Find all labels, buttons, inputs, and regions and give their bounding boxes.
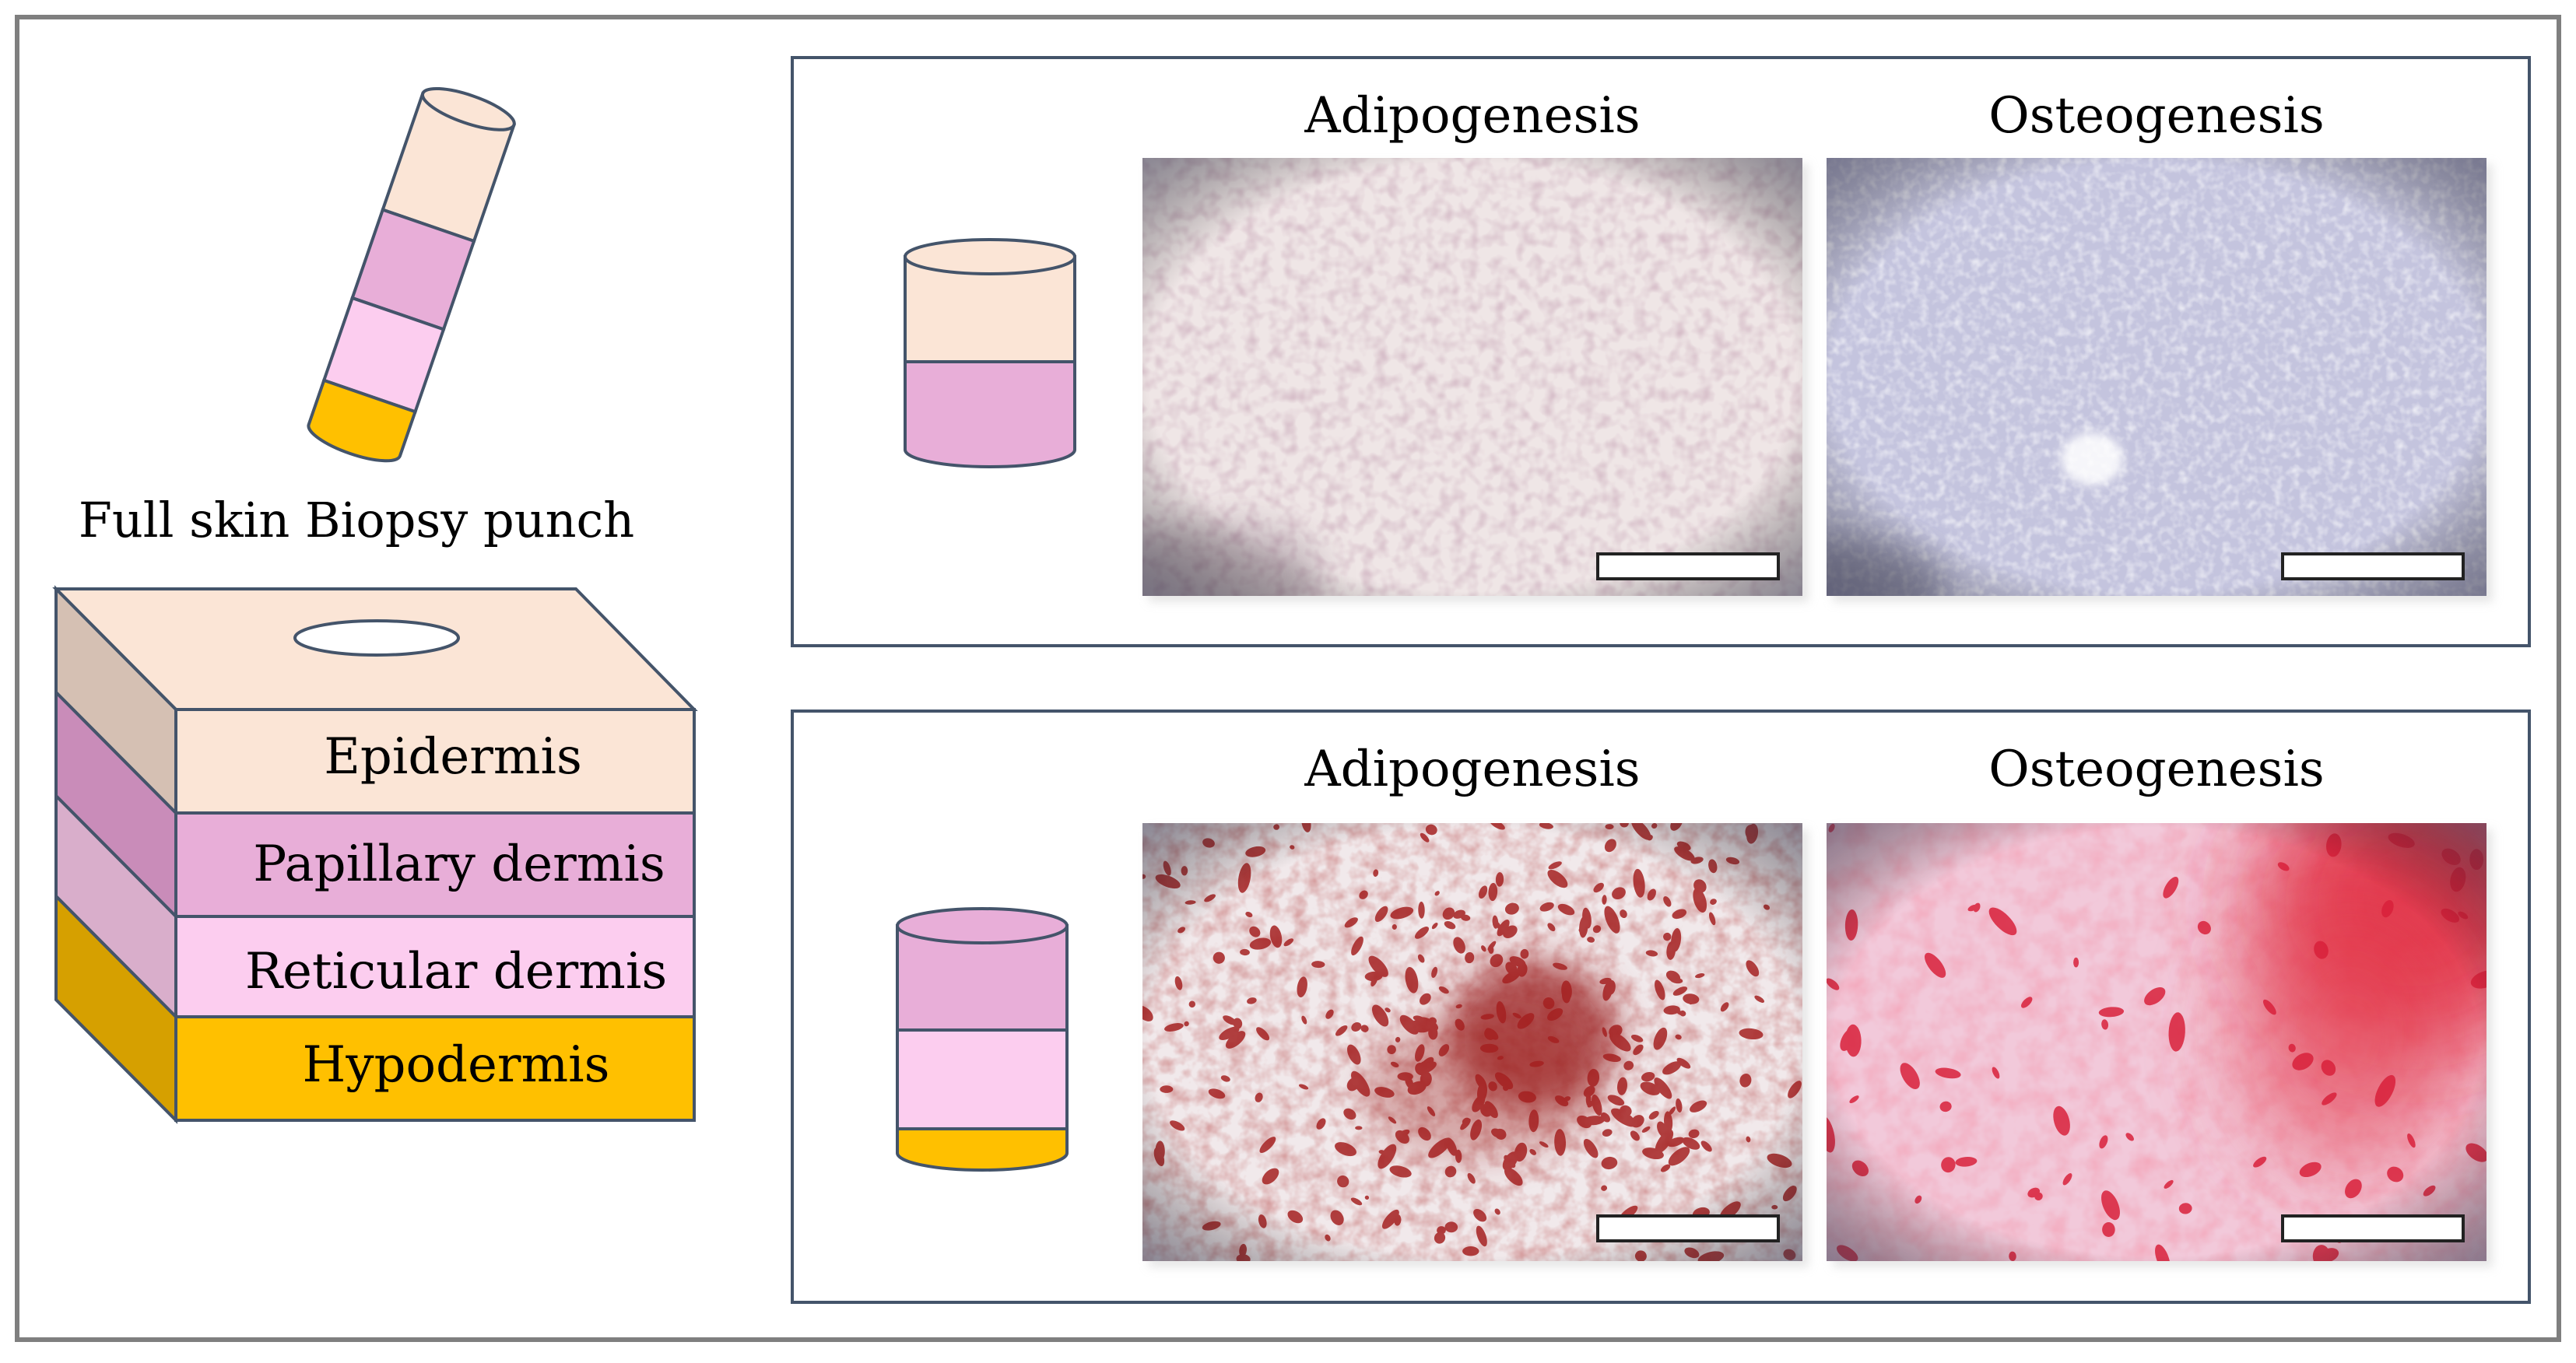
skin-block: Epidermis Papillary dermis Reticular der… [52, 585, 698, 1124]
biopsy-title: Full skin Biopsy punch [79, 492, 634, 548]
layer-label-reticular: Reticular dermis [245, 943, 667, 1000]
scale-bar [2281, 552, 2465, 580]
top-cyl-top [904, 238, 1076, 275]
bottom-cyl-reticular [896, 1028, 1069, 1130]
front-hypodermis [174, 1015, 696, 1122]
micrograph-bottom-adipogenesis [1142, 823, 1809, 1267]
scale-bar [2281, 1214, 2465, 1242]
top-label-osteogenesis: Osteogenesis [1988, 87, 2325, 145]
tube-hypodermis [307, 378, 418, 463]
layer-label-epidermis: Epidermis [324, 728, 582, 786]
punch-hole [293, 619, 460, 657]
micrograph-bottom-osteogenesis [1827, 823, 2493, 1267]
micrograph-top-adipogenesis [1142, 158, 1809, 602]
tube-top [420, 86, 516, 131]
scale-bar [1596, 552, 1780, 580]
bottom-label-adipogenesis: Adipogenesis [1304, 741, 1640, 798]
layer-label-hypodermis: Hypodermis [303, 1036, 610, 1094]
micrograph-top-osteogenesis [1827, 158, 2493, 602]
bottom-label-osteogenesis: Osteogenesis [1988, 741, 2325, 798]
front-reticular [174, 915, 696, 1018]
front-papillary [174, 811, 696, 918]
bottom-cyl-hypodermis [896, 1127, 1069, 1172]
bottom-cyl-top [896, 907, 1069, 944]
top-label-adipogenesis: Adipogenesis [1304, 87, 1640, 145]
front-epidermis [174, 708, 696, 815]
biopsy-tube [307, 86, 517, 463]
top-cyl-papillary [904, 360, 1076, 468]
layer-label-papillary: Papillary dermis [253, 836, 665, 893]
bottom-cylinder [896, 907, 1069, 1172]
top-cylinder [904, 238, 1076, 468]
scale-bar [1596, 1214, 1780, 1242]
